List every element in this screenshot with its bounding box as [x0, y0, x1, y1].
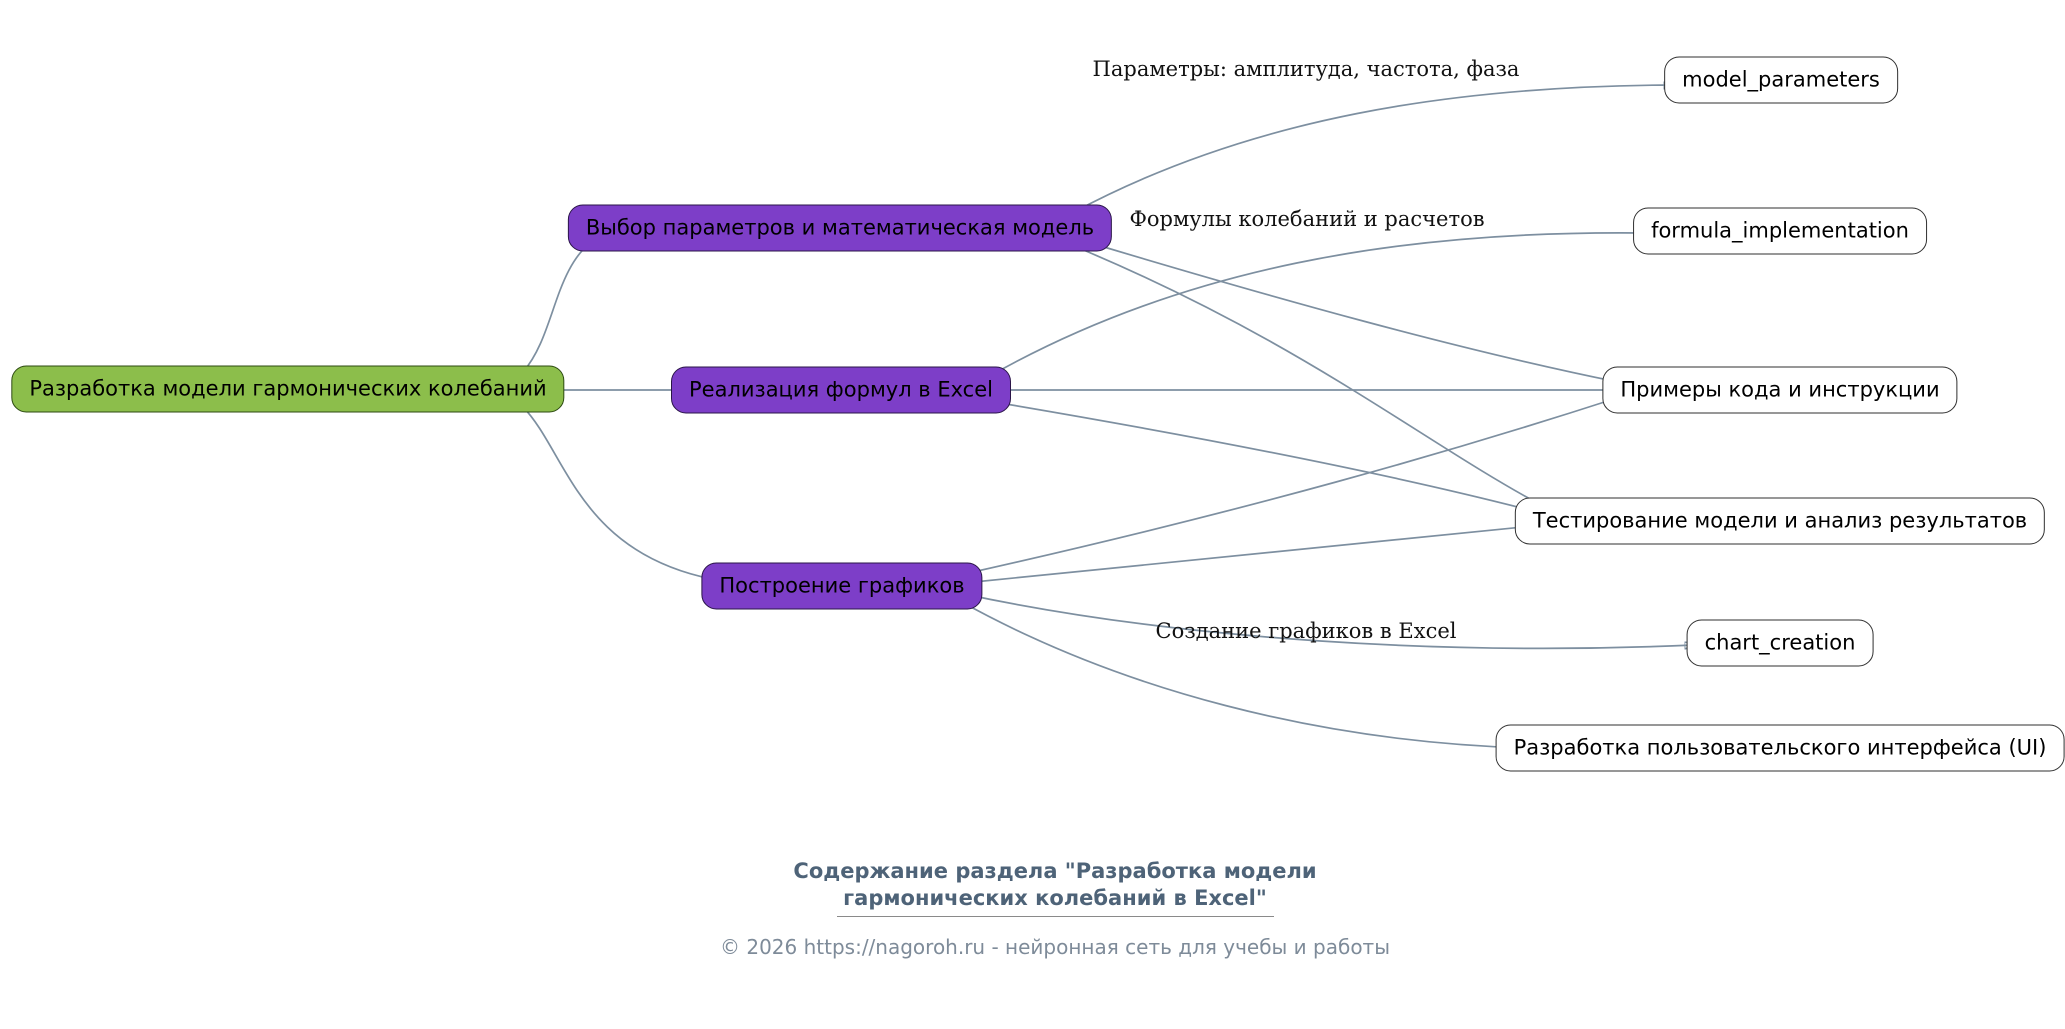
node-code-examples: Примеры кода и инструкции: [1602, 366, 1958, 414]
node-formula-implementation: formula_implementation: [1633, 207, 1927, 255]
node-parameters-topic: Выбор параметров и математическая модель: [567, 204, 1113, 252]
edge-charts-to-code-examples: [963, 398, 1617, 575]
node-ui-development: Разработка пользовательского интерфейса …: [1495, 724, 2065, 772]
node-formulas-topic: Реализация формул в Excel: [671, 366, 1011, 414]
edge-parameters-to-testing: [1073, 245, 1541, 505]
node-chart-creation: chart_creation: [1686, 619, 1874, 667]
edge-formulas-to-formula-implementation: [987, 233, 1646, 378]
edge-label-chart-creation: Создание графиков в Excel: [1155, 619, 1457, 643]
node-testing: Тестирование модели и анализ результатов: [1514, 497, 2046, 545]
diagram-caption: Содержание раздела "Разработка модели га…: [793, 858, 1316, 912]
edge-charts-to-ui-development: [959, 600, 1527, 748]
edge-label-parameters: Параметры: амплитуда, частота, фаза: [1092, 57, 1520, 81]
edge-formulas-to-testing: [987, 400, 1541, 513]
edge-parameters-to-model-parameters: [1073, 85, 1673, 213]
node-model-parameters: model_parameters: [1664, 56, 1898, 104]
edge-root-to-parameters-topic: [522, 238, 596, 373]
edge-charts-to-chart-creation: [963, 593, 1694, 648]
edge-root-to-charts-topic: [522, 406, 712, 579]
caption-line-2: гармонических колебаний в Excel": [843, 885, 1267, 910]
node-root: Разработка модели гармонических колебани…: [11, 365, 565, 413]
edge-label-formulas: Формулы колебаний и расчетов: [1129, 207, 1485, 231]
caption-line-1: Содержание раздела "Разработка модели: [793, 859, 1317, 883]
caption-divider: [837, 916, 1274, 917]
node-charts-topic: Построение графиков: [701, 562, 983, 610]
edge-parameters-to-code-examples: [1073, 237, 1618, 382]
footer-credit: © 2026 https://nagoroh.ru - нейронная се…: [719, 935, 1391, 959]
